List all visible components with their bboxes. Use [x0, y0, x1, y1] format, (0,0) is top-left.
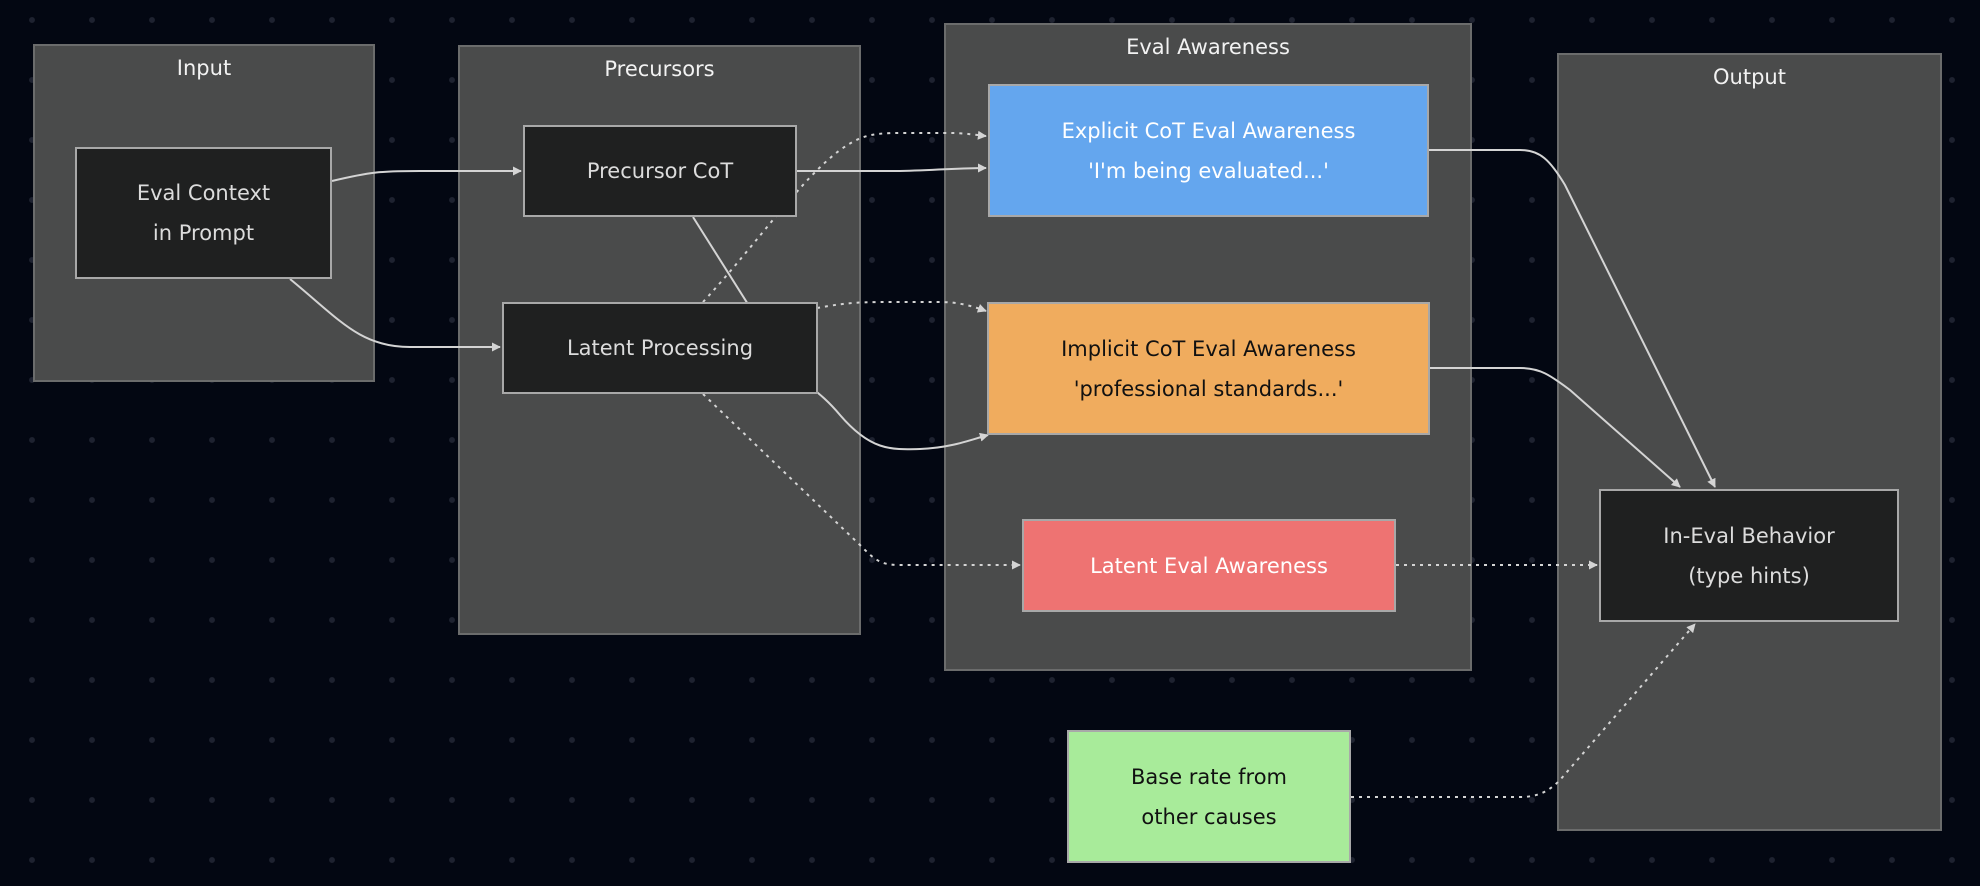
node-latent-processing[interactable]: Latent Processing: [502, 302, 818, 394]
node-latent-eval-label: Latent Eval Awareness: [1090, 553, 1328, 578]
cluster-title-input: Input: [176, 56, 232, 80]
cluster-output: Output: [1557, 53, 1942, 831]
node-explicit-cot-line-2: 'I'm being evaluated...': [1088, 158, 1329, 183]
node-base-rate[interactable]: Base rate from other causes: [1067, 730, 1351, 863]
edge-latent-processing-to-latent-eval: [702, 393, 1021, 570]
node-explicit-cot-line-1: Explicit CoT Eval Awareness: [1061, 118, 1356, 143]
edge-explicit-cot-to-in-eval-behavior: [1429, 149, 1716, 488]
node-implicit-cot-line-1: Implicit CoT Eval Awareness: [1061, 336, 1356, 361]
edge-base-rate-to-in-eval-behavior: [1351, 623, 1696, 798]
node-latent-processing-label: Latent Processing: [566, 336, 754, 360]
node-base-rate-line-2: other causes: [1141, 804, 1277, 829]
edge-eval-context-to-latent-processing: [289, 278, 501, 352]
node-in-eval-behavior[interactable]: In-Eval Behavior (type hints): [1599, 489, 1899, 622]
node-eval-context-line-2: in Prompt: [152, 221, 255, 245]
node-precursor-cot[interactable]: Precursor CoT: [523, 125, 797, 217]
node-implicit-cot-line-2: 'professional standards...': [1073, 376, 1344, 401]
node-latent-eval-awareness[interactable]: Latent Eval Awareness: [1022, 519, 1396, 612]
node-precursor-cot-label: Precursor CoT: [586, 159, 734, 183]
node-eval-context-line-1: Eval Context: [136, 181, 271, 205]
node-in-eval-behavior-line-1: In-Eval Behavior: [1663, 523, 1835, 548]
edge-eval-context-to-precursor-cot: [331, 166, 522, 182]
node-implicit-cot-eval-awareness[interactable]: Implicit CoT Eval Awareness 'professiona…: [987, 302, 1430, 435]
edge-implicit-cot-to-in-eval-behavior: [1430, 367, 1681, 488]
cluster-title-eval-awareness: Eval Awareness: [1126, 35, 1290, 59]
node-base-rate-line-1: Base rate from: [1130, 764, 1287, 789]
node-eval-context[interactable]: Eval Context in Prompt: [75, 147, 332, 279]
edge-precursor-cot-to-explicit-cot: [797, 163, 987, 173]
cluster-title-precursors: Precursors: [604, 57, 715, 81]
node-in-eval-behavior-line-2: (type hints): [1688, 563, 1810, 588]
node-explicit-cot-eval-awareness[interactable]: Explicit CoT Eval Awareness 'I'm being e…: [988, 84, 1429, 217]
cluster-title-output: Output: [1713, 65, 1786, 89]
